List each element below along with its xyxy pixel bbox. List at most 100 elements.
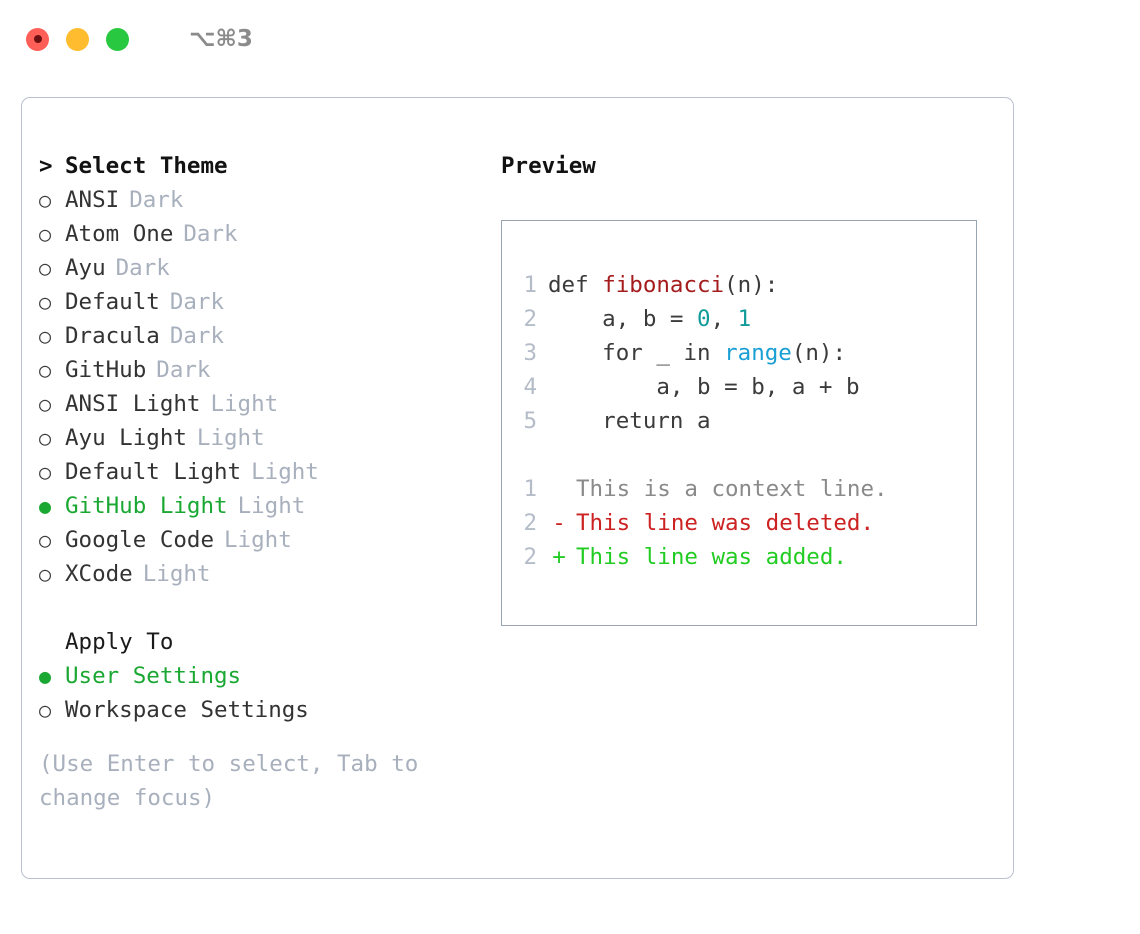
maximize-button[interactable] <box>106 27 129 51</box>
theme-item-badge: Dark <box>156 357 211 383</box>
theme-list-item[interactable]: ○ GitHub Dark <box>39 353 479 387</box>
theme-item-badge: Dark <box>115 255 170 281</box>
code-token-plain: a, b = b, a + b <box>548 374 860 400</box>
diff-sign-add: + <box>552 544 566 570</box>
theme-item-label: ANSI Light <box>65 391 201 417</box>
diff-line-number: 2 <box>523 510 537 536</box>
code-line-number: 2 <box>523 306 537 332</box>
code-token-plain: def <box>548 272 603 298</box>
apply-to-marker-placeholder <box>39 625 65 659</box>
theme-item-label: GitHub <box>65 357 147 383</box>
theme-list-item[interactable]: ● GitHub Light Light <box>39 489 479 523</box>
diff-gutter-pad <box>537 472 548 506</box>
theme-item-label: Ayu Light <box>65 425 187 451</box>
theme-item-badge: Dark <box>169 323 225 349</box>
code-token-func: fibonacci <box>602 272 725 298</box>
code-diff-gap <box>515 438 976 472</box>
minimize-button[interactable] <box>66 27 89 51</box>
keyboard-shortcut-label: ⌥⌘3 <box>189 26 253 52</box>
code-token-plain: , <box>710 306 738 332</box>
diff-line: 2 + This line was added. <box>515 540 976 574</box>
window-controls <box>26 27 129 51</box>
diff-line-number: 2 <box>523 544 537 570</box>
code-line-text: return a <box>548 404 711 438</box>
radio-unselected-icon: ○ <box>39 324 52 348</box>
radio-unselected-icon: ○ <box>39 426 52 450</box>
theme-item-label: Default <box>65 289 160 315</box>
diff-line-number: 1 <box>523 476 537 502</box>
code-token-num: 1 <box>737 306 752 332</box>
diff-sign-del: - <box>552 510 566 536</box>
code-token-plain: a, b = <box>548 306 698 332</box>
apply-to-item[interactable]: ○Workspace Settings <box>39 693 479 727</box>
list-spacer <box>39 591 479 625</box>
theme-item-badge: Light <box>196 425 265 451</box>
theme-item-label: Default Light <box>65 459 242 485</box>
code-line-text: a, b = 0, 1 <box>548 302 751 336</box>
theme-list-item[interactable]: ○ Dracula Dark <box>39 319 479 353</box>
diff-line: 2-This line was deleted. <box>515 506 976 540</box>
code-line: 2 a, b = 0, 1 <box>515 302 976 336</box>
code-line-text: a, b = b, a + b <box>548 370 860 404</box>
diff-gutter-pad <box>537 506 548 540</box>
close-button[interactable] <box>26 27 49 51</box>
code-token-num: 0 <box>697 306 711 332</box>
theme-item-badge: Light <box>237 493 306 519</box>
theme-item-label: Google Code <box>65 527 215 553</box>
code-line: 3 for _ in range(n): <box>515 336 976 370</box>
code-line-number: 5 <box>523 408 537 434</box>
theme-item-badge: Light <box>210 391 279 417</box>
help-text-line-1: (Use Enter to select, Tab to <box>39 751 419 777</box>
radio-unselected-icon: ○ <box>39 358 52 382</box>
diff-line-text: This line was added. <box>576 544 847 570</box>
theme-item-label: Dracula <box>65 323 160 349</box>
radio-unselected-icon: ○ <box>39 290 52 314</box>
apply-to-item-label: Workspace Settings <box>65 697 309 723</box>
code-line-text: def fibonacci(n): <box>548 268 778 302</box>
theme-item-badge: Dark <box>169 289 225 315</box>
help-text: (Use Enter to select, Tab to change focu… <box>39 747 439 815</box>
apply-to-header: Apply To <box>39 625 479 659</box>
apply-to-title: Apply To <box>65 629 174 655</box>
theme-item-badge: Light <box>251 459 319 485</box>
radio-unselected-icon: ○ <box>39 188 52 212</box>
preview-title: Preview <box>501 153 596 179</box>
theme-item-label: GitHub Light <box>65 493 228 519</box>
diff-block: 1 This is a context line.2-This line was… <box>515 472 976 574</box>
diff-sign-ctx <box>548 472 570 506</box>
diff-gutter-pad <box>537 540 548 574</box>
code-token-plain: return a <box>548 408 711 434</box>
radio-selected-icon: ● <box>39 494 52 518</box>
radio-selected-icon: ● <box>39 664 52 688</box>
code-line-number: 4 <box>523 374 537 400</box>
title-bar: ⌥⌘3 <box>0 0 1140 78</box>
radio-unselected-icon: ○ <box>39 562 52 586</box>
theme-item-badge: Dark <box>183 221 238 247</box>
diff-line: 1 This is a context line. <box>515 472 976 506</box>
help-text-line-2: change focus) <box>39 785 216 811</box>
radio-unselected-icon: ○ <box>39 528 52 552</box>
apply-to-item-label: User Settings <box>65 663 242 689</box>
apply-to-item[interactable]: ● User Settings <box>39 659 479 693</box>
theme-list-item[interactable]: ○ Ayu Light Light <box>39 421 479 455</box>
radio-unselected-icon: ○ <box>39 256 52 280</box>
code-token-plain: (n): <box>724 272 779 298</box>
code-token-call: range <box>724 340 792 366</box>
theme-list-item[interactable]: ○ Default Dark <box>39 285 479 319</box>
code-line-number: 3 <box>523 340 537 366</box>
